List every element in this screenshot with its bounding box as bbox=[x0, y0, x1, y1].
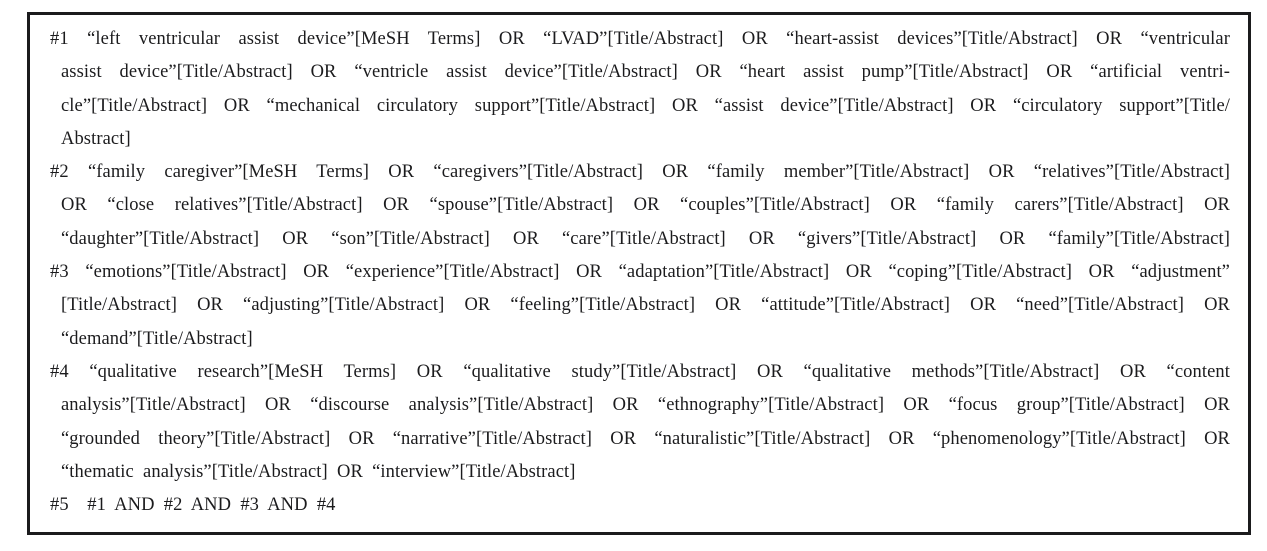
query-line: #4 “qualitative research”[MeSH Terms] OR… bbox=[50, 361, 1230, 382]
query-line: “daughter”[Title/Abstract] OR “son”[Titl… bbox=[61, 228, 1230, 249]
query-entry-2: #2 “family caregiver”[MeSH Terms] OR “ca… bbox=[50, 156, 1230, 256]
query-entry-4: #4 “qualitative research”[MeSH Terms] OR… bbox=[50, 356, 1230, 489]
query-entry-3: #3 “emotions”[Title/Abstract] OR “experi… bbox=[50, 256, 1230, 356]
query-line: assist device”[Title/Abstract] OR “ventr… bbox=[61, 62, 1230, 83]
query-line: cle”[Title/Abstract] OR “mechanical circ… bbox=[61, 95, 1230, 116]
query-line: “demand”[Title/Abstract] bbox=[61, 328, 253, 349]
query-entry-5: #5 #1 AND #2 AND #3 AND #4 bbox=[50, 489, 1230, 522]
search-strategy-box: #1 “left ventricular assist device”[MeSH… bbox=[27, 12, 1251, 535]
query-line: #5 #1 AND #2 AND #3 AND #4 bbox=[50, 495, 336, 516]
query-line: [Title/Abstract] OR “adjusting”[Title/Ab… bbox=[61, 295, 1230, 316]
query-entry-1: #1 “left ventricular assist device”[MeSH… bbox=[50, 23, 1230, 156]
query-line: analysis”[Title/Abstract] OR “discourse … bbox=[61, 395, 1230, 416]
query-line: OR “close relatives”[Title/Abstract] OR … bbox=[61, 195, 1230, 216]
query-line: #3 “emotions”[Title/Abstract] OR “experi… bbox=[50, 262, 1230, 283]
query-line: #1 “left ventricular assist device”[MeSH… bbox=[50, 29, 1230, 49]
query-line: “grounded theory”[Title/Abstract] OR “na… bbox=[61, 428, 1230, 449]
query-line: “thematic analysis”[Title/Abstract] OR “… bbox=[61, 461, 576, 482]
query-line: Abstract] bbox=[61, 128, 131, 149]
query-line: #2 “family caregiver”[MeSH Terms] OR “ca… bbox=[50, 162, 1230, 183]
